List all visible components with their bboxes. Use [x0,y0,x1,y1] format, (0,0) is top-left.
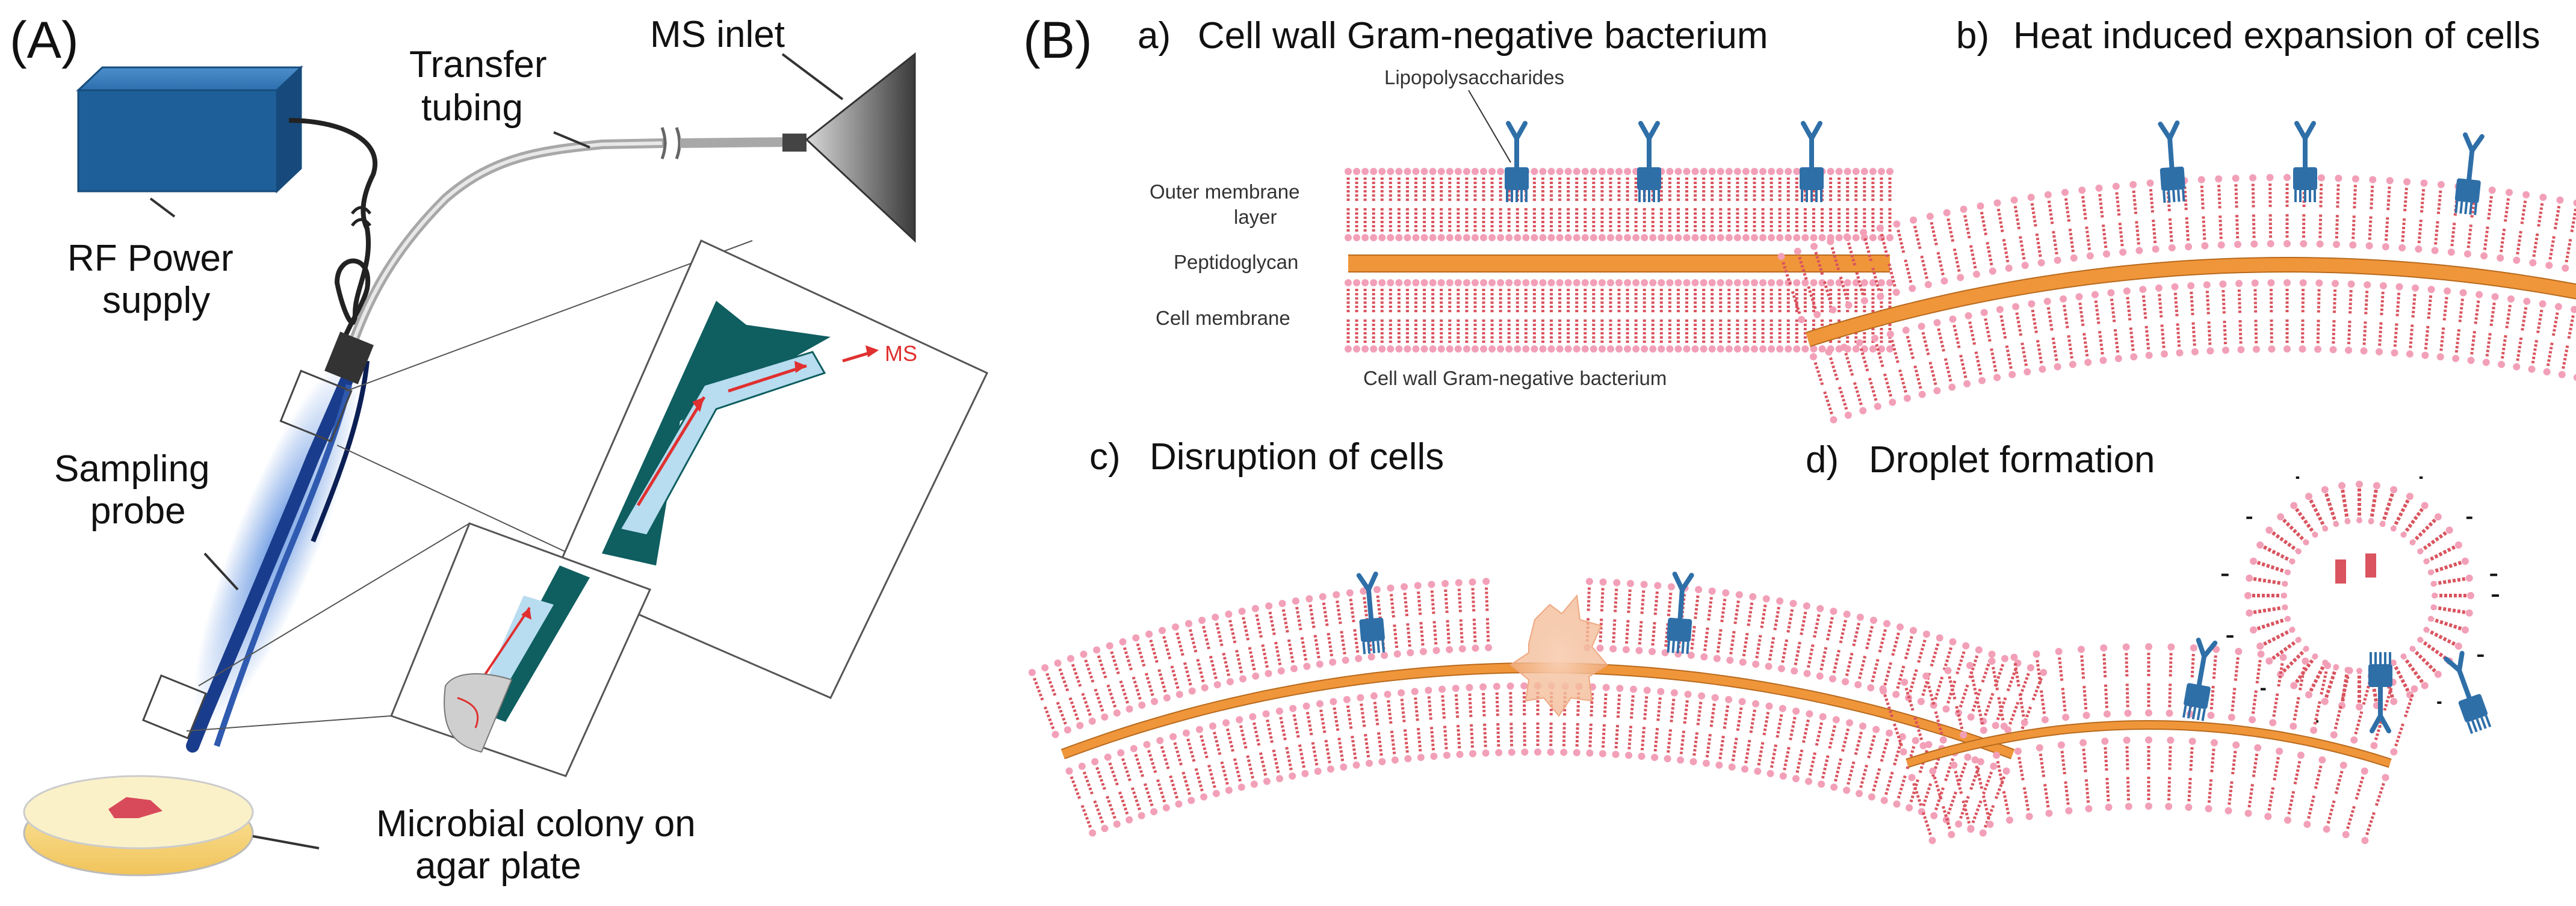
transfer-tubing-end [680,137,789,148]
transfer-label-2: tubing [421,87,523,129]
probe-label-1: Sampling [54,448,209,490]
tubing-break-mark [660,127,681,159]
outer-membrane-label-1: Outer membrane [1150,180,1299,203]
membrane-drawings [1028,168,2576,845]
rf-power-label-1: RF Power [67,238,234,279]
panel-b: (B) a) Cell wall Gram-negative bacterium… [1023,11,2576,845]
sub-b-title: Heat induced expansion of cells [2013,15,2540,57]
rf-leader-line [149,197,176,218]
zoom-marker-upper [279,369,353,443]
ms-inlet-connector [782,134,807,152]
colony-label-1: Microbial colony on [376,803,696,845]
sub-a-lps-2 [1637,121,1661,202]
probe-leader-line [203,552,239,591]
ms-inlet-label: MS inlet [650,14,785,55]
lps-label: Lipopolysaccharides [1384,66,1564,88]
zoom-window-tip [186,522,652,777]
sub-c-cell-membrane [1065,682,2010,837]
transfer-tubing-highlight [341,141,663,374]
colony-leader-line [252,835,320,849]
ms-flow-label: MS [885,341,917,366]
rupture-burst [1509,594,1608,717]
sub-b-cell-membrane [1809,279,2576,424]
transfer-tubing [338,138,667,378]
panel-a: (A) RF Power supply Transfer tubing MS i… [10,11,989,887]
sub-c-letter: c) [1089,436,1121,478]
sub-b-peptidoglycan [1806,257,2576,346]
agar-plate [23,775,254,877]
transfer-leader-line [553,131,590,149]
sub-c-title: Disruption of cells [1150,436,1444,478]
sub-c-outer-left [1028,578,1493,738]
sub-d-fragment-left-lps [2182,638,2218,721]
sub-a-cell-membrane [1345,279,1893,353]
sub-a-title: Cell wall Gram-negative bacterium [1198,15,1768,57]
cell-wall-caption: Cell wall Gram-negative bacterium [1363,367,1667,389]
sub-a-lps-3 [1800,121,1824,202]
transfer-label-1: Transfer [409,44,547,85]
sub-d-fragment-right-lps [2444,650,2492,734]
sub-d-droplet-lps [2368,652,2392,733]
zoom-window-junction: MS [336,239,989,699]
sub-d-droplet [2221,476,2499,728]
cable-break-mark [351,206,371,227]
colony-label-2: agar plate [415,845,581,887]
peptidoglycan-label: Peptidoglycan [1174,251,1298,273]
lps-leader-line [1468,90,1511,163]
ms-inlet-leader-line [781,53,844,100]
rf-power-supply-box [76,65,303,194]
rf-power-label-2: supply [102,280,210,321]
zoom-marker-lower [141,674,208,740]
panel-b-tag: (B) [1023,11,1092,69]
panel-a-tag: (A) [10,11,79,69]
cell-membrane-label: Cell membrane [1156,307,1290,329]
sub-c-lps-1 [1356,572,1386,655]
outer-membrane-label-2: layer [1234,206,1277,228]
probe-label-2: probe [90,490,186,532]
sub-b-letter: b) [1956,15,1989,57]
ms-inlet-cone [805,52,916,243]
sub-b-lps-2 [2293,121,2317,202]
sub-b-outer-membrane [1777,174,2576,324]
sub-d-letter: d) [1806,439,1839,481]
lps-molecules [1356,120,2492,734]
sub-b-lps-3 [2454,132,2485,215]
sub-c-lps-2 [1667,572,1694,655]
microbial-colony [108,797,163,818]
sub-d-fragment-left-inner [1908,736,2389,845]
sub-d-fragment-left-pepti [1906,721,2392,767]
sampling-probe [186,331,374,753]
sub-c-outer-right [1583,578,2048,738]
rf-cable [288,118,378,374]
sub-a-lps-1 [1505,121,1529,202]
sub-d-title: Droplet formation [1869,439,2155,481]
sub-a-letter: a) [1138,15,1171,57]
sub-b-lps-1 [2158,120,2185,203]
